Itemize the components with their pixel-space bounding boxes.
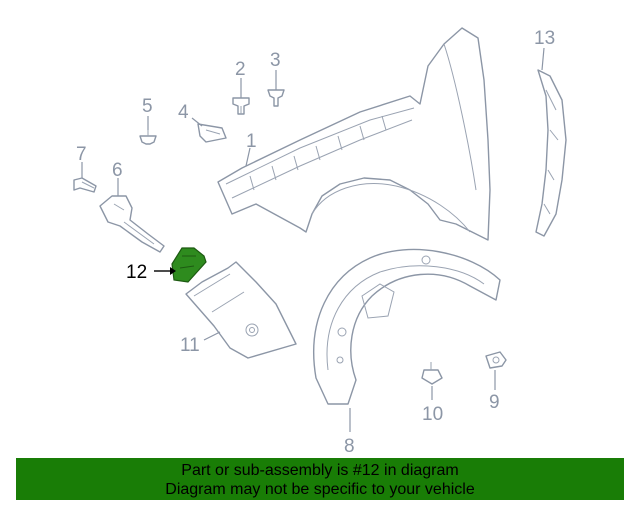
callout-1: 1 [246, 131, 257, 152]
part-9-clip[interactable] [485, 351, 507, 369]
banner-line-2: Diagram may not be specific to your vehi… [165, 481, 475, 498]
part-6-support[interactable] [99, 195, 165, 253]
part-7-bolt[interactable] [73, 177, 97, 193]
part-12-bracket[interactable] [171, 247, 207, 283]
callout-5: 5 [142, 96, 153, 117]
part-11-shield[interactable] [185, 261, 297, 359]
part-10-clip[interactable] [421, 362, 443, 385]
parts-diagram: 1 2 3 4 5 6 7 8 9 10 11 12 13 [73, 27, 567, 456]
callout-13: 13 [534, 28, 555, 49]
banner-line-1: Part or sub-assembly is #12 in diagram [181, 462, 459, 479]
part-13-strip[interactable] [535, 69, 567, 237]
callout-10: 10 [422, 404, 443, 425]
callout-7: 7 [76, 144, 87, 165]
part-5-clip[interactable] [139, 130, 157, 145]
callout-11: 11 [180, 335, 200, 356]
part-2-bolt[interactable] [232, 97, 250, 115]
callout-4: 4 [178, 102, 189, 123]
callout-9: 9 [489, 392, 500, 413]
part-3-clip[interactable] [267, 89, 285, 107]
leader-lines [81, 47, 545, 432]
callout-3: 3 [270, 50, 281, 71]
callout-8: 8 [344, 436, 355, 456]
part-4-bracket[interactable] [197, 123, 227, 143]
part-1-fender[interactable] [217, 27, 491, 241]
callout-12: 12 [126, 262, 147, 283]
callout-2: 2 [235, 59, 246, 80]
part-8-liner[interactable] [313, 248, 501, 405]
callout-6: 6 [112, 160, 123, 181]
info-banner: Part or sub-assembly is #12 in diagram D… [16, 458, 624, 500]
